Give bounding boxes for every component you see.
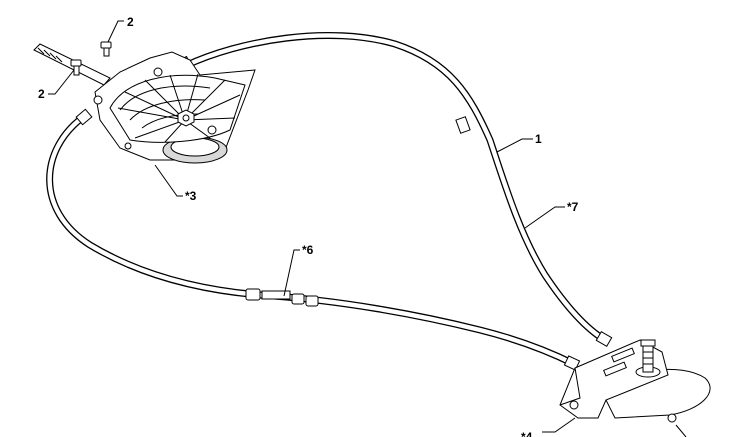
leader-lines xyxy=(48,20,687,437)
right-bracket-assembly xyxy=(559,339,711,423)
callout-cable-main: 1 xyxy=(535,132,542,146)
stud xyxy=(635,339,661,378)
cable-main-1 xyxy=(183,31,607,344)
callout-cable-outer: *7 xyxy=(567,200,579,214)
cable-ferrule-upper xyxy=(455,116,471,134)
bolt-top xyxy=(100,41,112,57)
callout-bolt-left: 2 xyxy=(38,87,45,101)
callout-bracket-left: *3 xyxy=(185,189,197,203)
gear-wheel xyxy=(109,73,246,143)
cable-connector-lower xyxy=(245,288,319,307)
chute-control-assembly xyxy=(33,43,256,164)
bolt-left xyxy=(70,59,82,76)
callout-bracket-right: *4 xyxy=(521,430,533,437)
callout-bolt-top: 2 xyxy=(127,15,134,29)
callout-cable-lower: *6 xyxy=(302,243,314,257)
